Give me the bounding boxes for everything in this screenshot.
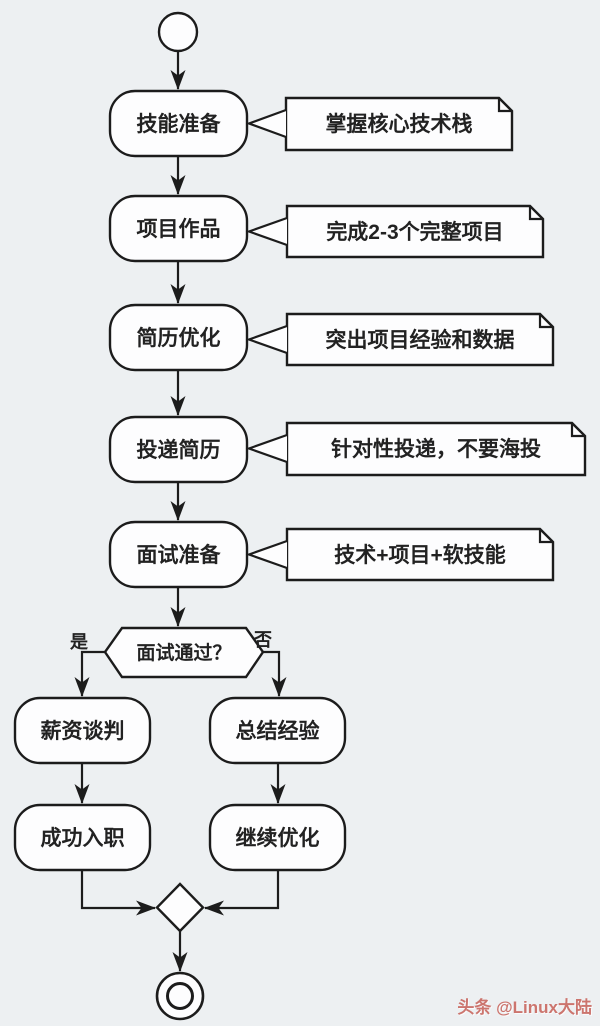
note-resume-optimize: 突出项目经验和数据 xyxy=(245,312,555,367)
note-project-work: 完成2-3个完整项目 xyxy=(245,204,545,259)
flow-arrow-no xyxy=(263,650,287,697)
note-text: 技术+项目+软技能 xyxy=(334,543,506,567)
merge-arrow-right xyxy=(204,870,280,916)
note-shape xyxy=(284,96,514,152)
note-pointer xyxy=(245,539,288,570)
decision-label: 面试通过？ xyxy=(136,642,231,664)
activity-label: 面试准备 xyxy=(137,543,222,567)
merge-arrow-left xyxy=(80,870,156,916)
activity-label: 继续优化 xyxy=(236,826,320,850)
note-dogear-icon xyxy=(538,529,553,544)
guard-yes-label: 是 xyxy=(69,632,88,652)
start-node xyxy=(157,11,199,53)
note-text: 掌握核心技术栈 xyxy=(326,112,473,136)
note-pointer xyxy=(245,324,288,355)
activity-label: 简历优化 xyxy=(137,326,221,350)
activity-label: 成功入职 xyxy=(41,826,125,850)
note-dogear-icon xyxy=(570,423,585,438)
activity-send-resume xyxy=(108,415,249,484)
note-pointer xyxy=(245,108,287,139)
end-node-inner xyxy=(166,982,194,1010)
activity-project-work xyxy=(108,194,249,263)
note-send-resume: 针对性投递，不要海投 xyxy=(245,421,587,477)
activity-label: 项目作品 xyxy=(137,217,221,241)
activity-resume-optimize xyxy=(108,303,249,372)
note-text: 完成2-3个完整项目 xyxy=(326,220,503,244)
note-dogear-icon xyxy=(528,206,543,221)
watermark: 头条 @Linux大陆 xyxy=(457,998,592,1017)
guard-no-label: 否 xyxy=(253,630,272,650)
note-shape xyxy=(285,527,555,582)
note-shape xyxy=(285,312,555,367)
note-interview-prep: 技术+项目+软技能 xyxy=(245,527,555,582)
note-dogear-icon xyxy=(497,98,512,113)
activity-label: 薪资谈判 xyxy=(41,720,125,743)
note-text: 突出项目经验和数据 xyxy=(326,328,515,352)
activity-label: 技能准备 xyxy=(137,112,222,136)
note-shape xyxy=(285,421,587,477)
note-text: 针对性投递，不要海投 xyxy=(331,437,541,461)
note-skill-prep: 掌握核心技术栈 xyxy=(245,96,514,152)
merge-node xyxy=(155,882,205,933)
note-pointer xyxy=(245,433,288,464)
flow-arrow-yes xyxy=(74,650,105,697)
activity-label: 投递简历 xyxy=(137,438,221,462)
activity-label: 总结经验 xyxy=(236,719,320,743)
note-pointer xyxy=(245,216,288,247)
note-dogear-icon xyxy=(538,314,553,329)
note-shape xyxy=(285,204,545,259)
